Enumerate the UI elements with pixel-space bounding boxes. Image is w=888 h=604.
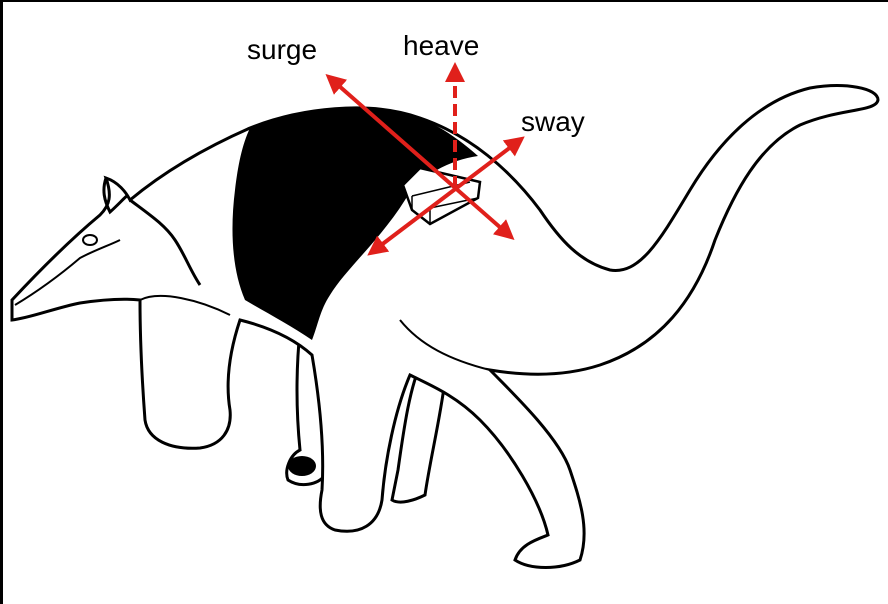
far-fore-claw [288, 456, 316, 476]
sway-label: sway [521, 108, 585, 136]
heave-label: heave [403, 32, 479, 60]
eye [83, 235, 97, 245]
surge-label: surge [247, 36, 317, 64]
